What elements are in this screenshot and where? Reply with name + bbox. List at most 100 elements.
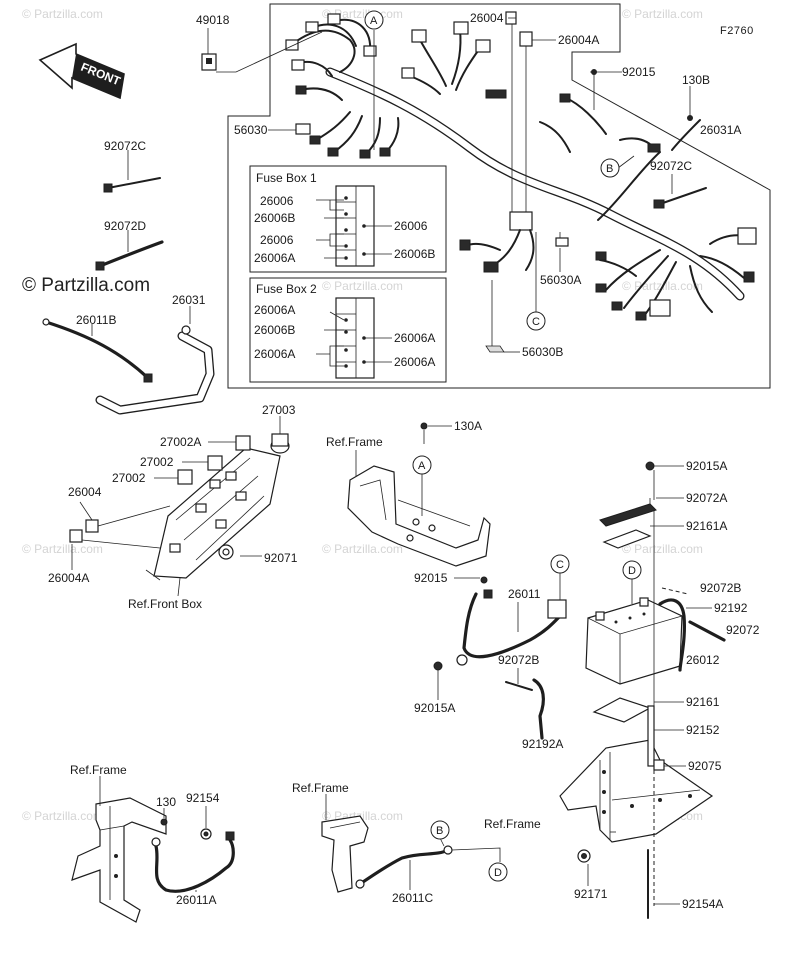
watermark-text: © Partzilla.com xyxy=(22,809,103,823)
front-arrow-icon: FRONT xyxy=(38,42,125,100)
part-label-27003: 27003 xyxy=(262,403,296,417)
fuse-box-1-right-label: 26006 xyxy=(394,219,428,233)
part-label-26031: 26031 xyxy=(172,293,206,307)
ref-label-frame: Ref.Frame xyxy=(326,435,383,449)
part-label-49018: 49018 xyxy=(196,13,230,27)
part-label-27002: 27002 xyxy=(140,455,174,469)
part-label-56030: 56030 xyxy=(234,123,268,137)
part-label-26012: 26012 xyxy=(686,653,720,667)
part-label-26011C: 26011C xyxy=(392,891,433,905)
pad-92161A xyxy=(602,529,652,549)
fuse-box-1-left-label: 26006 xyxy=(260,194,294,208)
nut-92015A-mid xyxy=(433,661,443,671)
part-label-92192A: 92192A xyxy=(522,737,563,751)
part-label-26011: 26011 xyxy=(508,587,541,601)
part-label-92192: 92192 xyxy=(714,601,748,615)
part-label-26011A: 26011A xyxy=(176,893,216,907)
fuse-box-2: Fuse Box 2 26006A 26006B 26006A 26006A 2… xyxy=(249,277,447,383)
tie-92072 xyxy=(688,620,726,642)
fuse-box-1-left-label: 26006 xyxy=(260,233,294,247)
part-label-92072B: 92072B xyxy=(700,581,741,595)
figure-id: F2760 xyxy=(720,25,754,37)
ref-label-front-box: Ref.Front Box xyxy=(128,597,202,611)
fuse-box-1-left-label: 26006B xyxy=(254,211,295,225)
tie-92072C xyxy=(103,177,161,193)
ref-label-frame: Ref.Frame xyxy=(70,763,127,777)
fuse-box-2-left-label: 26006A xyxy=(254,303,295,317)
fuse-box-1-title: Fuse Box 1 xyxy=(256,171,317,185)
part-label-92161A: 92161A xyxy=(686,519,727,533)
callout-a-top-label: A xyxy=(370,15,378,27)
callout-b-top xyxy=(600,158,620,178)
tie-92072B-right xyxy=(661,587,689,595)
callout-a-mid xyxy=(412,455,432,475)
part-label-92015A: 92015A xyxy=(414,701,455,715)
part-label-92015: 92015 xyxy=(622,65,656,79)
fuse-box-1: Fuse Box 1 26006 26006B 26006 26006A 260… xyxy=(249,165,447,273)
part-label-92072C: 92072C xyxy=(104,139,146,153)
relay-C-mid xyxy=(547,599,567,619)
callout-d-bottom-label: D xyxy=(494,867,502,879)
part-label-92154: 92154 xyxy=(186,791,220,805)
cable-92192A xyxy=(532,678,545,740)
battery-cable-26011 xyxy=(456,589,564,666)
cable-26011C xyxy=(355,845,453,889)
pad-92161 xyxy=(592,697,652,723)
watermark-text: © Partzilla.com xyxy=(622,7,703,21)
fuse-box-1-right-label: 26006B xyxy=(394,247,435,261)
bolt-130-bl xyxy=(160,818,168,826)
callout-d-mid xyxy=(622,560,642,580)
part-label-92015: 92015 xyxy=(414,571,448,585)
battery-tray-frame xyxy=(559,739,714,843)
clip-92075 xyxy=(653,759,665,771)
part-label-92161: 92161 xyxy=(686,695,720,709)
connector-26004A-mid xyxy=(69,529,83,543)
watermark-text: © Partzilla.com xyxy=(22,7,103,21)
tie-92072D xyxy=(95,240,164,271)
fuse-box-2-left-label: 26006A xyxy=(254,347,295,361)
relay-27002-upper xyxy=(207,455,223,471)
relay-27002-lower xyxy=(177,469,193,485)
fuse-box-2-title: Fuse Box 2 xyxy=(256,282,317,296)
part-labels: 49018 26004 26004A 92015 130B 26031A 920… xyxy=(48,11,760,911)
cable-26011B xyxy=(42,318,153,383)
part-label-92072A: 92072A xyxy=(686,491,727,505)
watermark-text: © Partzilla.com xyxy=(322,279,403,293)
ref-label-frame: Ref.Frame xyxy=(292,781,349,795)
relay-27003 xyxy=(270,433,290,454)
part-label-92072C: 92072C xyxy=(650,159,692,173)
connector-49018 xyxy=(201,53,217,71)
part-label-27002A: 27002A xyxy=(160,435,201,449)
callout-c-mid xyxy=(550,554,570,574)
callout-c-top xyxy=(526,311,546,331)
connector-26004A-top xyxy=(519,31,533,47)
front-box-assembly xyxy=(153,447,281,579)
relay-27002A xyxy=(235,435,251,451)
part-label-92075: 92075 xyxy=(688,759,722,773)
part-label-26004A: 26004A xyxy=(558,33,599,47)
nut-92154 xyxy=(200,828,212,840)
part-label-26004: 26004 xyxy=(68,485,102,499)
bolt-92171 xyxy=(577,849,591,863)
ref-label-frame: Ref.Frame xyxy=(484,817,541,831)
callout-a-top xyxy=(364,10,384,30)
callout-d-mid-label: D xyxy=(628,565,636,577)
callout-c-mid-label: C xyxy=(556,559,564,571)
part-label-56030B: 56030B xyxy=(522,345,563,359)
watermark-text: © Partzilla.com xyxy=(622,542,703,556)
watermark-layer: © Partzilla.com © Partzilla.com © Partzi… xyxy=(22,7,703,823)
part-label-26011B: 26011B xyxy=(76,313,116,327)
watermark-text: © Partzilla.com xyxy=(22,542,103,556)
part-label-92015A: 92015A xyxy=(686,459,727,473)
frame-section-bottom-left xyxy=(71,797,167,923)
callout-c-top-label: C xyxy=(532,316,540,328)
fuse-box-2-right-label: 26006A xyxy=(394,331,435,345)
part-label-26004: 26004 xyxy=(470,11,504,25)
fuse-box-1-left-label: 26006A xyxy=(254,251,295,265)
tie-92072B-mid xyxy=(505,681,533,691)
part-label-130A: 130A xyxy=(454,419,482,433)
part-label-92072D: 92072D xyxy=(104,219,146,233)
part-label-26004A: 26004A xyxy=(48,571,89,585)
part-label-92072B: 92072B xyxy=(498,653,539,667)
